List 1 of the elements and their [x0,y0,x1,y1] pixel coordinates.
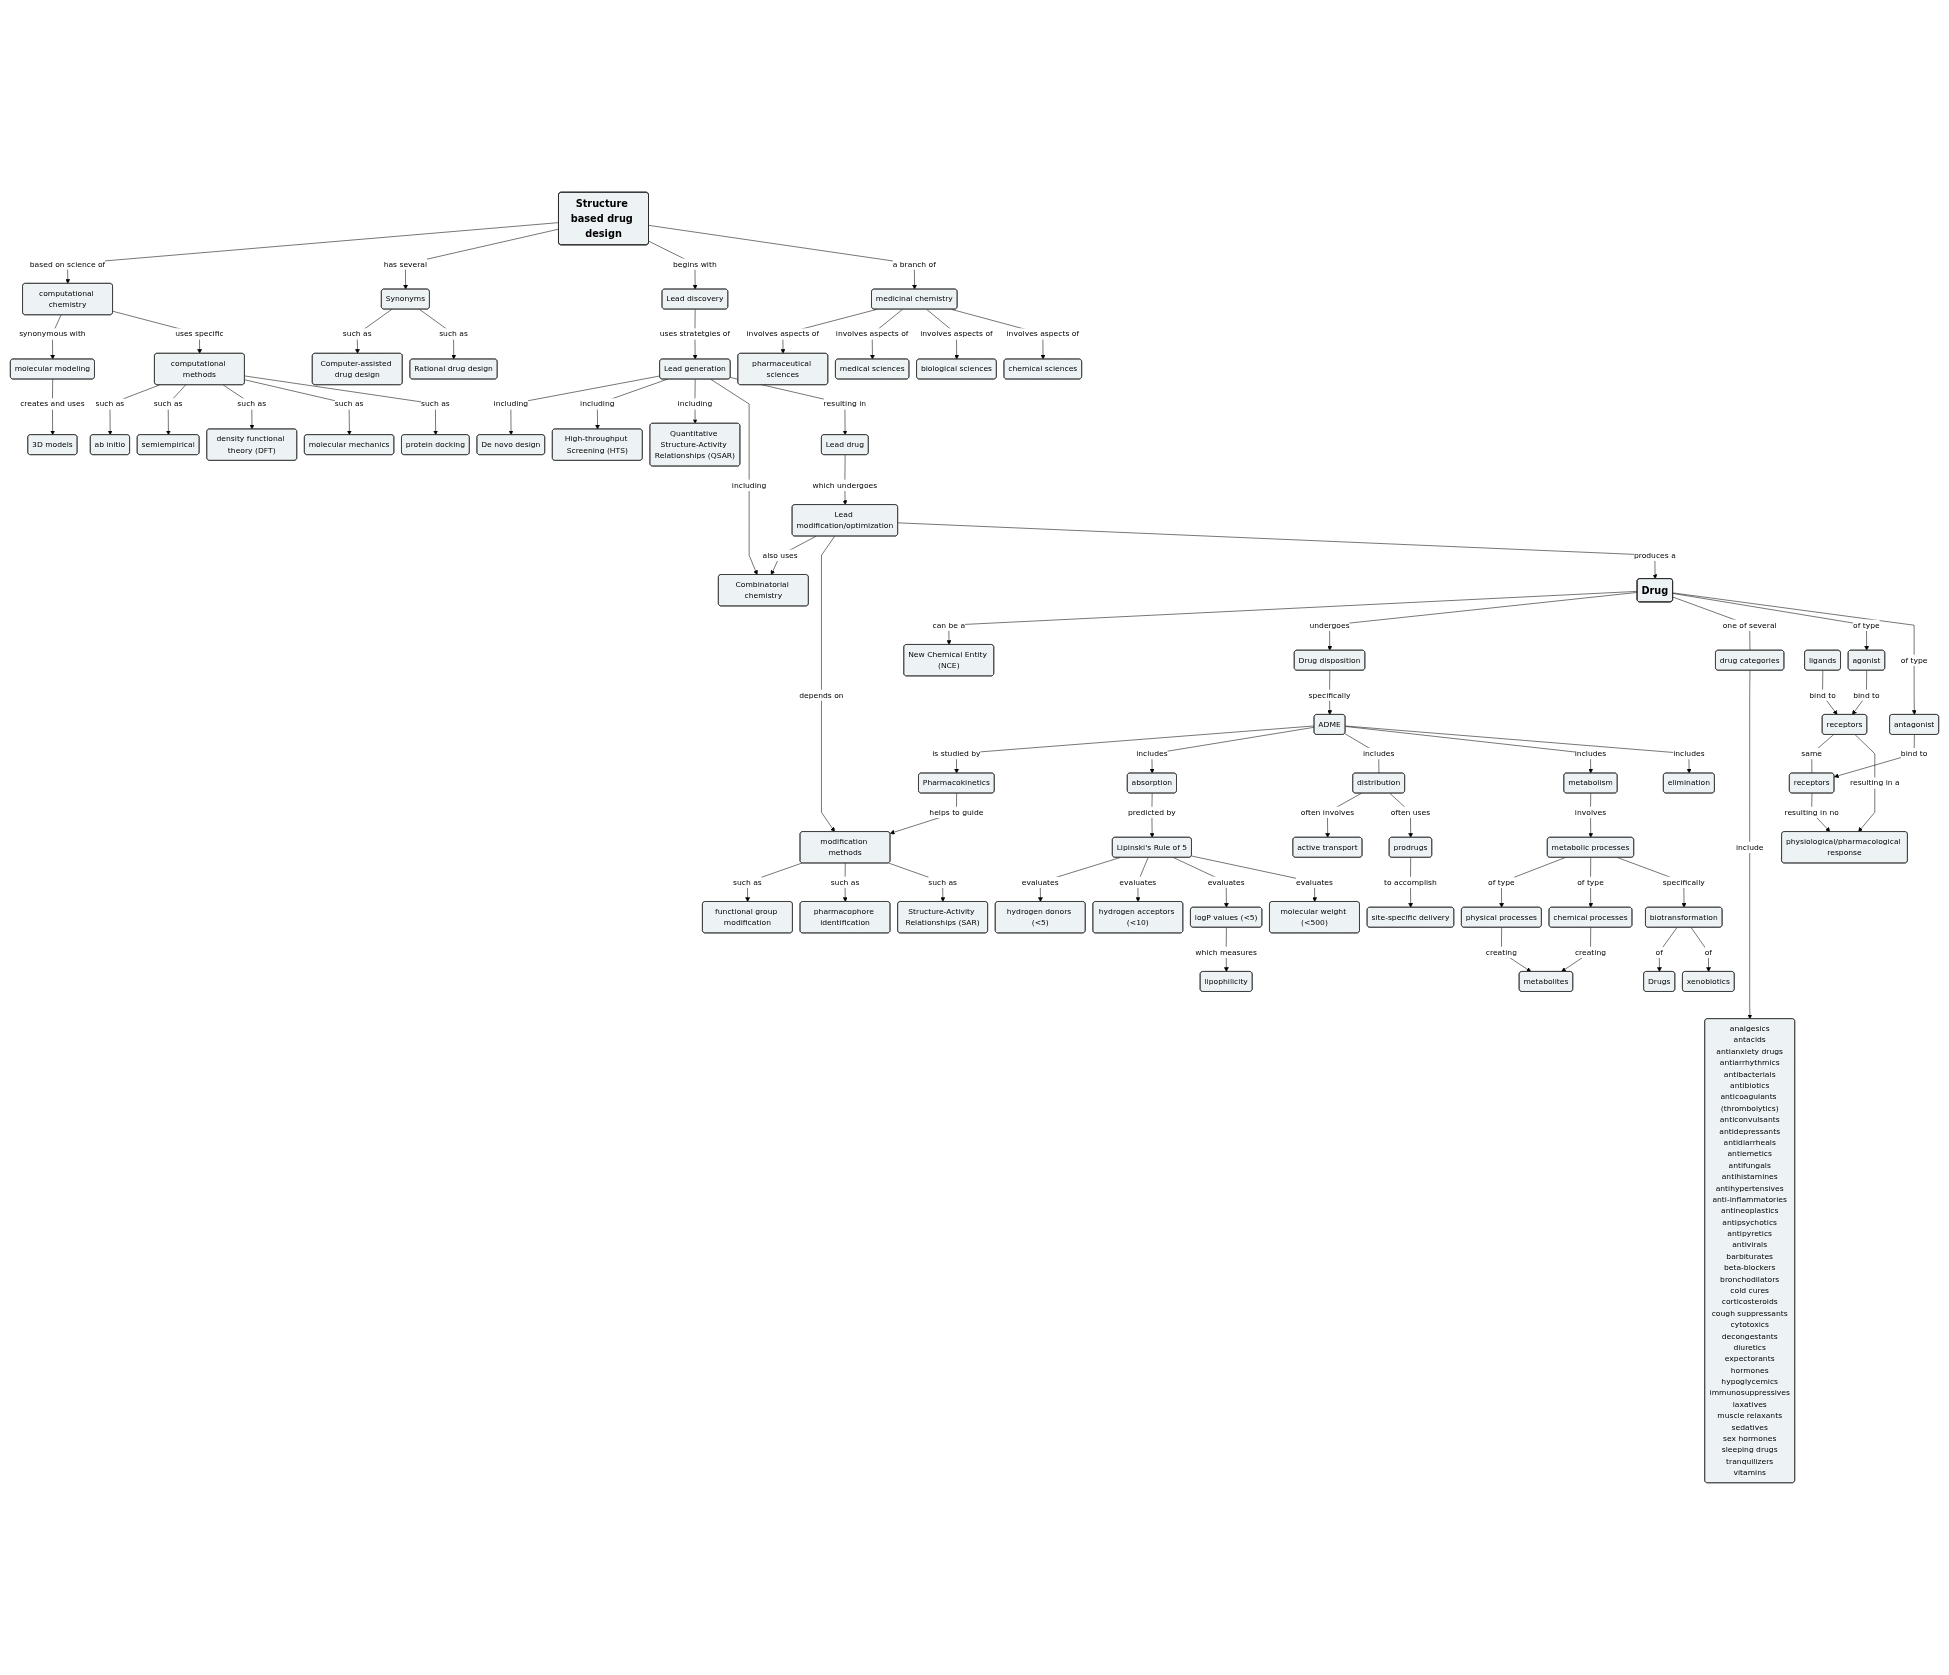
connector [1811,734,1834,774]
